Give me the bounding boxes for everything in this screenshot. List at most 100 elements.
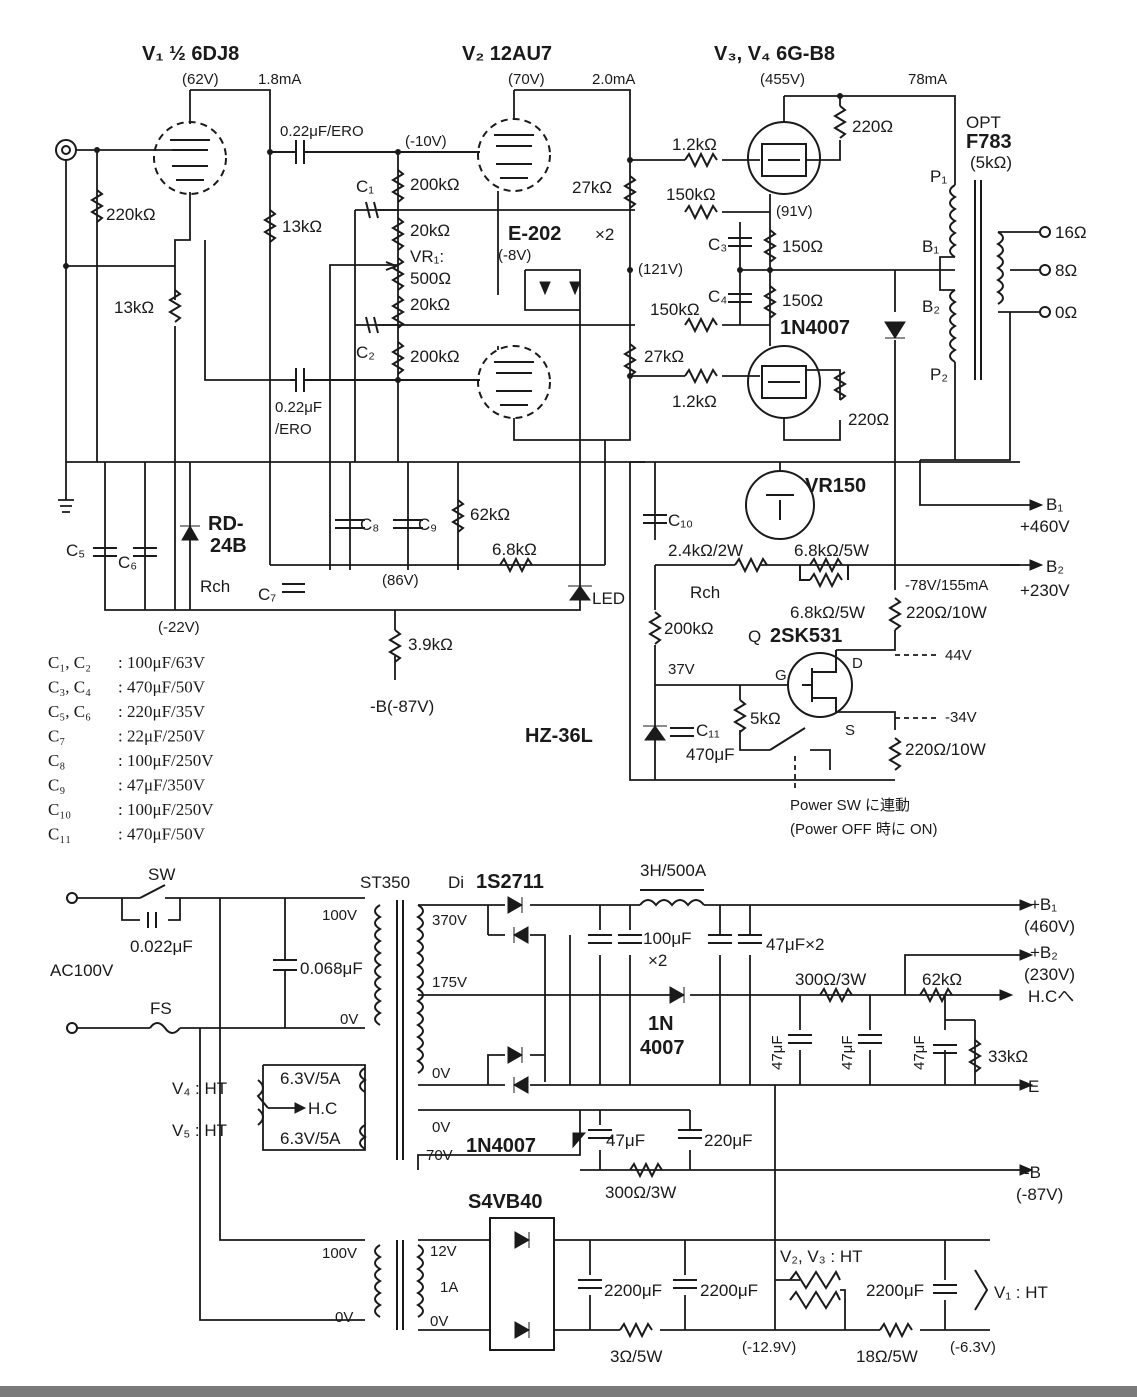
label-r62k: 62kΩ [470, 505, 510, 524]
label-37v: 37V [668, 661, 695, 678]
label-r150-a: 150Ω [782, 237, 823, 256]
label-opt-impedance: (5kΩ) [970, 153, 1012, 172]
label-t2-100v: 100V [322, 1245, 357, 1262]
label-v2-voltage: (70V) [508, 71, 545, 88]
amplifier-section: 220kΩ V₁ ½ 6DJ8 (62V) 1.8mA 13kΩ 13kΩ 0.… [55, 43, 1087, 610]
label-r200k-b: 200kΩ [410, 347, 460, 366]
label-t2-0v: 0V [335, 1309, 353, 1326]
label-r150k-a: 150kΩ [666, 185, 716, 204]
label-e202-count: ×2 [595, 225, 614, 244]
label-t2-0v-s: 0V [430, 1313, 448, 1330]
label-r220k: 220kΩ [106, 205, 156, 224]
label-c47-b: 47μF [839, 1036, 856, 1071]
label-tap-8: 8Ω [1055, 261, 1077, 280]
label-r39k: 3.9kΩ [408, 635, 453, 654]
label-hz36l: HZ-36L [525, 725, 593, 747]
label-v23-ht: V₂, V₃ : HT [780, 1247, 862, 1266]
label-v34-voltage: (455V) [760, 71, 805, 88]
label-v34: V₃, V₄ 6G-B8 [714, 43, 835, 65]
label-r150k-b: 150kΩ [650, 300, 700, 319]
label-v5-ht: V₅ : HT [172, 1121, 227, 1140]
label-p0v: 0V [340, 1011, 358, 1028]
bias-section: C₅ C₆ C₈ C₉ RD- 24B Rch C₇ (-22V) 62kΩ 6… [58, 440, 1070, 838]
cap-list-name: C₁, C₂ [48, 653, 91, 672]
label-vr1: VR₁: [410, 247, 444, 266]
label-c3: C₃ [708, 235, 727, 254]
label-78v: -78V/155mA [905, 577, 988, 594]
label-c10: C₁₀ [668, 511, 693, 530]
label-r13k-b: 13kΩ [114, 298, 154, 317]
cap-list-name: C₅, C₆ [48, 702, 91, 721]
label-neg22v: (-22V) [158, 619, 200, 636]
label-out-neg-b: -B [1024, 1163, 1041, 1182]
label-r12k-a: 1.2kΩ [672, 135, 717, 154]
label-r24k: 2.4kΩ/2W [668, 541, 743, 560]
tube-v1 [153, 121, 227, 195]
label-r20k-b: 20kΩ [410, 295, 450, 314]
label-b1-out: B₁ [1046, 495, 1063, 514]
label-out-b2-voltage: (230V) [1024, 965, 1075, 984]
tube-v2 [477, 118, 551, 192]
label-opt-model: F783 [966, 131, 1012, 153]
label-121v: (121V) [638, 261, 683, 278]
label-t2-1a: 1A [440, 1279, 458, 1296]
label-d1n: 1N [648, 1013, 674, 1035]
tube-vr150 [745, 470, 815, 540]
label-c4: C₄ [708, 287, 727, 306]
cap-list-name: C₇ [48, 727, 65, 746]
label-ac100v: AC100V [50, 961, 114, 980]
cap-list-name: C₉ [48, 776, 65, 795]
label-b2-out-voltage: +230V [1020, 581, 1070, 600]
label-out-hc: H.Cへ [1028, 987, 1074, 1006]
label-q: Q [748, 627, 761, 646]
label-c022-a: 0.22μF/ERO [280, 123, 364, 140]
label-s0v-b: 0V [432, 1119, 450, 1136]
label-q-model: 2SK531 [770, 625, 842, 647]
label-b1: B₁ [922, 237, 939, 256]
cap-list-value: : 470μF/50V [118, 678, 206, 697]
cap-list-value: : 100μF/250V [118, 751, 214, 770]
label-b1-out-voltage: +460V [1020, 517, 1070, 536]
label-c2: C₂ [356, 343, 375, 362]
resistor-220k [90, 189, 104, 223]
label-c220: 220μF [704, 1131, 753, 1150]
label-c022-b2: /ERO [275, 421, 312, 438]
label-s175v: 175V [432, 974, 467, 991]
label-d4007: 4007 [640, 1037, 685, 1059]
label-r33k: 33kΩ [988, 1047, 1028, 1066]
label-b2: B₂ [922, 297, 940, 316]
cap-list-value: : 100μF/250V [118, 800, 214, 819]
label-c11-value: 470μF [686, 745, 735, 764]
cap-list-value: : 220μF/35V [118, 702, 206, 721]
label-neg129v: (-12.9V) [742, 1339, 796, 1356]
label-h63-b: 6.3V/5A [280, 1129, 341, 1148]
label-86v: (86V) [382, 572, 419, 589]
label-rd24b-2: 24B [210, 535, 247, 557]
label-c022-b1: 0.22μF [275, 399, 322, 416]
label-neg10v: (-10V) [405, 133, 447, 150]
label-d1n4007: 1N4007 [780, 317, 850, 339]
label-44v: 44V [945, 647, 972, 664]
label-h63-a: 6.3V/5A [280, 1069, 341, 1088]
input-jack [55, 139, 77, 161]
label-s70v: 70V [426, 1147, 453, 1164]
cap-list-value: : 470μF/50V [118, 825, 206, 844]
label-r27k-a: 27kΩ [572, 178, 612, 197]
label-r5k: 5kΩ [750, 709, 781, 728]
label-st350: ST350 [360, 873, 410, 892]
label-rch-a: Rch [200, 577, 230, 596]
label-s4vb40: S4VB40 [468, 1191, 543, 1213]
label-r300-b: 300Ω/3W [605, 1183, 676, 1202]
label-v2: V₂ 12AU7 [462, 43, 552, 65]
label-vr1-value: 500Ω [410, 269, 451, 288]
output-transformer: OPT F783 (5kΩ) P₁ B₁ B₂ P₂ 16Ω 8Ω 0Ω [920, 113, 1087, 461]
cap-list-value: : 22μF/250V [118, 727, 206, 746]
label-c47x2: 47μF×2 [766, 935, 824, 954]
label-c0068: 0.068μF [300, 959, 363, 978]
label-v1-current: 1.8mA [258, 71, 301, 88]
label-r68k5w-b: 6.8kΩ/5W [790, 603, 865, 622]
tube-v3 [747, 121, 821, 195]
label-c100x2-b: ×2 [648, 951, 667, 970]
label-power-sw-1: Power SW に連動 [790, 797, 910, 814]
